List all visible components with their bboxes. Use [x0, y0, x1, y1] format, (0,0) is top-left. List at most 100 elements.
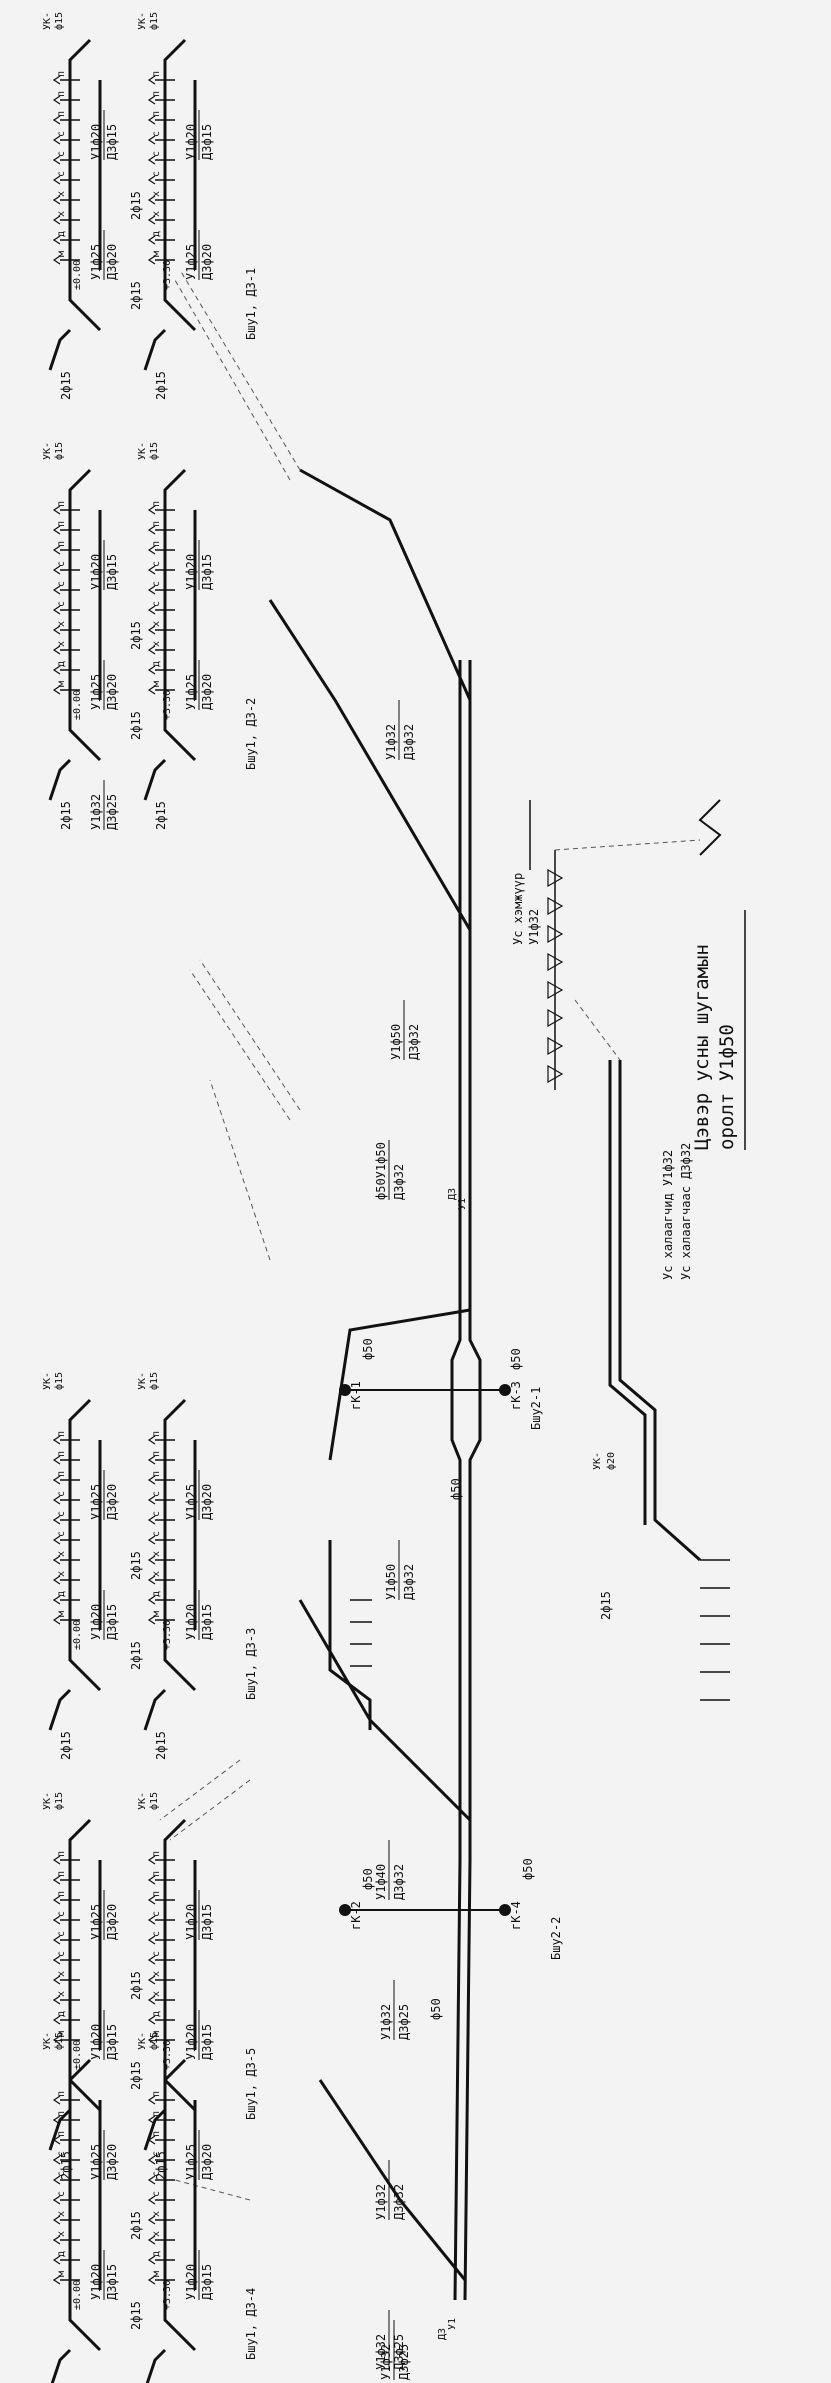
node-label-gk-2: гК-2 [349, 1901, 363, 1930]
size-2f15: 2ф15 [59, 1731, 73, 1760]
dash-link [209, 1079, 271, 1261]
fixture-arrow-icon [52, 565, 61, 575]
tag-return: Д3ф20 [105, 1904, 119, 1940]
branch-to-d3-4 [318, 2079, 467, 2281]
fixture-code: с [151, 2151, 162, 2157]
fixture-arrow-icon [52, 135, 61, 145]
uk-label: УК- [42, 12, 53, 30]
riser-label: У1 [457, 1198, 468, 1210]
fixture-code: д [56, 661, 67, 667]
fixture-arrow-icon [52, 155, 61, 165]
fixture-code: м [56, 251, 67, 257]
fixture-arrow-icon [52, 215, 61, 225]
riser-label: Д3 [437, 2328, 448, 2340]
size-2f15: 2ф15 [59, 801, 73, 830]
branch-to-d3-3 [328, 1308, 471, 1461]
tag-return: Д3ф15 [200, 2024, 214, 2060]
fixture-arrow-icon [52, 685, 61, 695]
dash-link [159, 1759, 241, 1821]
uk-size: ф15 [53, 2032, 65, 2050]
fixture-arrow-icon [147, 2235, 156, 2245]
fixture-arrow-icon [52, 1935, 61, 1945]
floor-tail [145, 2348, 167, 2383]
fixture-code: с [151, 131, 162, 137]
fixture-arrow-icon [147, 2275, 156, 2285]
dia-label: ф50 [449, 1478, 463, 1500]
fixture-arrow-icon [52, 2035, 61, 2045]
size-2f15-c: 2ф15 [129, 191, 143, 220]
size-2f15-mid: 2ф15 [129, 1641, 143, 1670]
size-2f15: 2ф15 [599, 1591, 613, 1620]
fixture-arrow-icon [52, 525, 61, 535]
tag-return: Д3ф25 [397, 2004, 411, 2040]
fixture-arrow-icon [52, 95, 61, 105]
fixture-code: п [56, 1891, 67, 1897]
fixture-arrow-icon [52, 1475, 61, 1485]
fixture-code: с [151, 171, 162, 177]
tag-supply: У1ф20 [89, 2264, 103, 2300]
fixture-code: х [151, 1971, 162, 1977]
uk-label: УК- [137, 442, 148, 460]
riser-label: Д3 [447, 1188, 458, 1200]
size-2f15-mid: 2ф15 [129, 2301, 143, 2330]
fixture-code: м [151, 681, 162, 687]
fixture-code: с [151, 151, 162, 157]
fixture-code: п [56, 521, 67, 527]
fixture-arrow-icon [52, 1995, 61, 2005]
fixture-arrow-icon [147, 2155, 156, 2165]
section-title: Бшу1, Д3-5 [244, 2048, 258, 2120]
fixture-arrow-icon [147, 685, 156, 695]
tag-return: Д3ф15 [200, 2264, 214, 2300]
fixture-arrow-icon [52, 255, 61, 265]
uk-label: УК- [137, 2032, 148, 2050]
fixture-code: с [56, 561, 67, 567]
fixture-arrow-icon [52, 2175, 61, 2185]
valve-icon [547, 952, 564, 972]
fixture-arrow-icon [52, 115, 61, 125]
tag-supply: У1ф20 [184, 124, 198, 160]
fixture-arrow-icon [147, 2115, 156, 2125]
fixture-code: п [151, 501, 162, 507]
riser-label: У1 [447, 2318, 458, 2330]
fixture-arrow-icon [52, 1955, 61, 1965]
uk-size: ф15 [53, 1372, 65, 1390]
floor-tail [143, 328, 167, 371]
fixture-code: х [56, 2231, 67, 2237]
size-2f15-mid: 2ф15 [129, 711, 143, 740]
fixture-arrow-icon [52, 2255, 61, 2265]
node-gk-3 [499, 1384, 511, 1396]
dia-label: ф50 [361, 1338, 375, 1360]
tag-supply: У1ф25 [89, 1484, 103, 1520]
tag-return: Д3ф15 [200, 1904, 214, 1940]
heater-return-pipe [608, 1060, 647, 1525]
valve-icon [547, 868, 564, 888]
heater-label-2: Ус халаагчаас Д3ф32 [679, 1143, 693, 1280]
node-label-bshu2-2: Бшу2-2 [549, 1917, 563, 1960]
fixture-arrow-icon [147, 1495, 156, 1505]
fixture-code: с [151, 581, 162, 587]
uk-label: УК- [42, 1372, 53, 1390]
node-label-bshu2-1: Бшу2-1 [529, 1387, 543, 1430]
tag-return: Д3ф32 [392, 1864, 406, 1900]
floor-tail [48, 328, 72, 371]
fixture-arrow-icon [147, 1995, 156, 2005]
uk-size: ф15 [148, 1792, 160, 1810]
uk-label: УК- [592, 1452, 603, 1470]
fixture-arrow-icon [52, 665, 61, 675]
fixture-code: п [151, 541, 162, 547]
fixture-code: с [56, 581, 67, 587]
fixture-code: м [56, 2031, 67, 2037]
fixture-code: с [56, 2151, 67, 2157]
floor-tail [143, 758, 167, 801]
tag-supply: У1ф32 [379, 2344, 393, 2380]
level-mark: ±0.00 [72, 1620, 83, 1650]
size-2f15: 2ф15 [154, 371, 168, 400]
tag-supply: У1ф50 [384, 1564, 398, 1600]
tag-supply: У1ф25 [89, 2144, 103, 2180]
